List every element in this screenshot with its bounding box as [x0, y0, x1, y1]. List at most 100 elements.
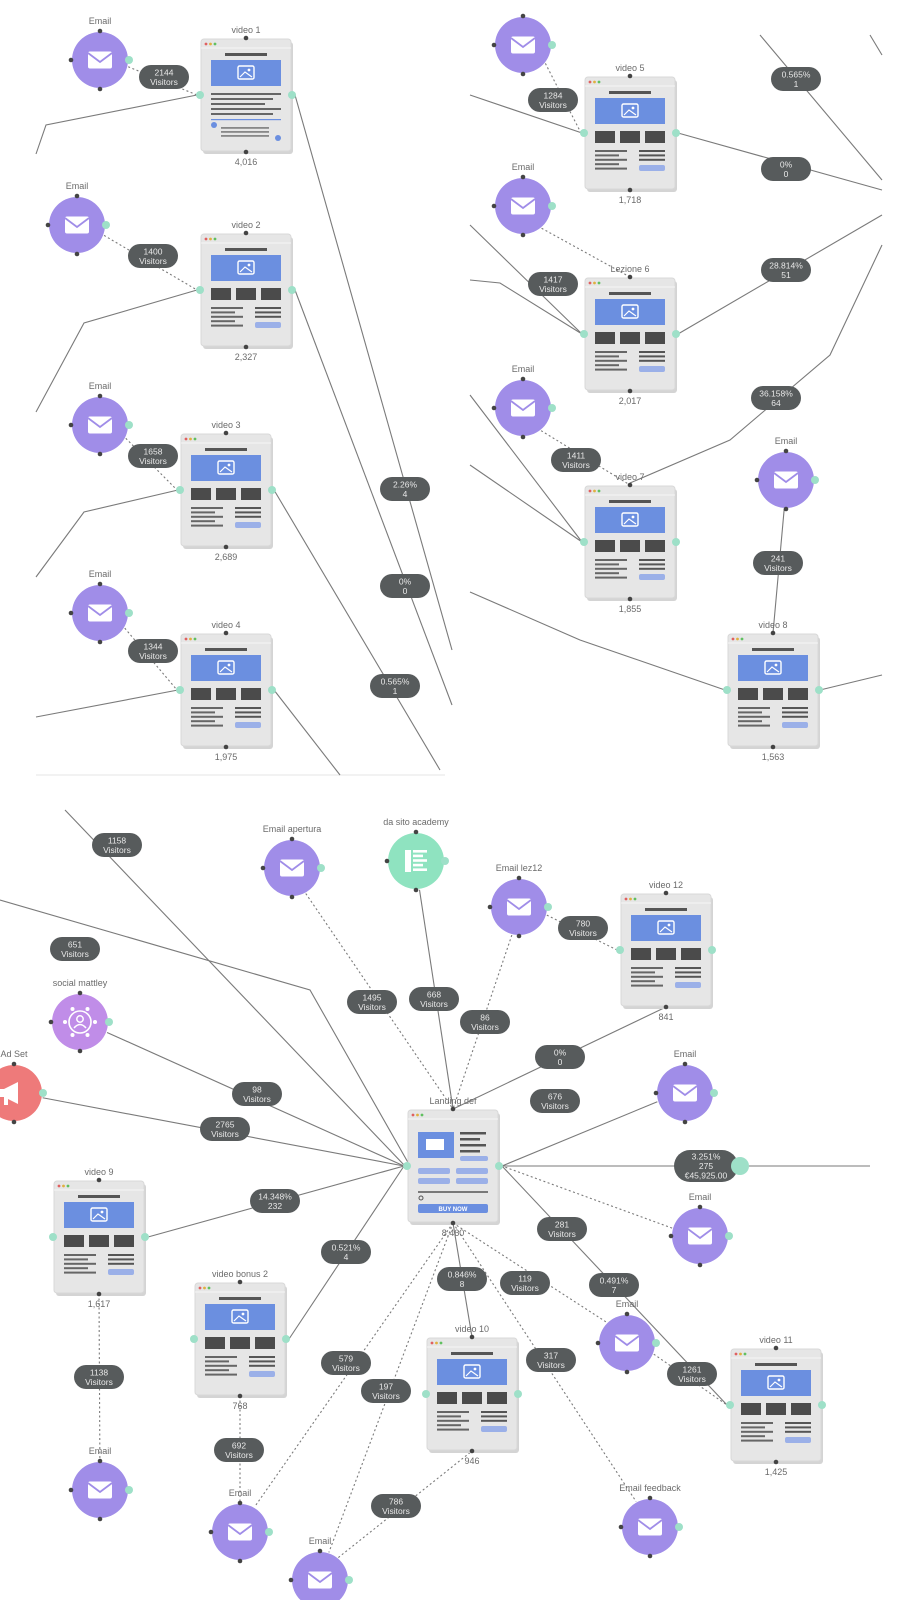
port-dot[interactable] — [450, 1106, 456, 1112]
port-dot[interactable] — [783, 448, 789, 454]
connector-handle[interactable] — [196, 91, 204, 99]
stat-pill[interactable]: 36.158%64 — [751, 386, 801, 410]
connector-handle[interactable] — [708, 946, 716, 954]
email-node[interactable]: Email — [68, 1446, 133, 1522]
port-dot[interactable] — [243, 344, 249, 350]
port-dot[interactable] — [237, 1279, 243, 1285]
stat-pill[interactable]: 0%0 — [380, 574, 430, 598]
port-dot[interactable] — [668, 1233, 674, 1239]
connector-handle[interactable] — [514, 1390, 522, 1398]
port-dot[interactable] — [288, 1577, 294, 1583]
port-dot[interactable] — [68, 610, 74, 616]
connector-handle[interactable] — [723, 686, 731, 694]
connector-handle[interactable] — [196, 286, 204, 294]
port-dot[interactable] — [223, 544, 229, 550]
port-dot[interactable] — [491, 42, 497, 48]
connector-handle[interactable] — [288, 91, 296, 99]
email-node[interactable]: Email — [68, 381, 133, 457]
email-node[interactable]: Email — [208, 1488, 273, 1564]
port-dot[interactable] — [97, 581, 103, 587]
stat-pill[interactable]: 2.26%4 — [380, 477, 430, 501]
page-node[interactable]: video 81,563 — [723, 620, 823, 762]
email-node[interactable]: Email — [754, 436, 819, 512]
connector-handle[interactable] — [580, 330, 588, 338]
connector-handle[interactable] — [141, 1233, 149, 1241]
port-dot[interactable] — [243, 35, 249, 41]
connector-handle[interactable] — [39, 1089, 47, 1097]
email-node[interactable]: Email — [653, 1049, 718, 1125]
connector-handle[interactable] — [265, 1528, 273, 1536]
connector-handle[interactable] — [672, 129, 680, 137]
connector-handle[interactable] — [544, 903, 552, 911]
port-dot[interactable] — [96, 1177, 102, 1183]
page-node[interactable]: video 22,327 — [196, 220, 296, 362]
port-dot[interactable] — [697, 1262, 703, 1268]
page-node[interactable]: video 91,617 — [49, 1167, 149, 1309]
port-dot[interactable] — [624, 1369, 630, 1375]
buy-now-button[interactable] — [418, 1204, 488, 1213]
page-node[interactable]: video 41,975 — [176, 620, 276, 762]
port-dot[interactable] — [413, 887, 419, 893]
port-dot[interactable] — [11, 1061, 17, 1067]
connector-handle[interactable] — [268, 486, 276, 494]
port-dot[interactable] — [208, 1529, 214, 1535]
connector-handle[interactable] — [49, 1233, 57, 1241]
connector-handle[interactable] — [652, 1339, 660, 1347]
port-dot[interactable] — [97, 28, 103, 34]
email-node[interactable]: Email — [668, 1192, 733, 1268]
stat-pill[interactable]: 0%0 — [535, 1045, 585, 1069]
email-node[interactable]: Email feedback — [618, 1483, 683, 1559]
port-dot[interactable] — [96, 1291, 102, 1297]
page-node[interactable]: video 32,689 — [176, 420, 276, 562]
email-node[interactable]: Email — [491, 162, 556, 238]
email-node[interactable]: Email — [68, 16, 133, 92]
connector-handle[interactable] — [441, 857, 449, 865]
port-dot[interactable] — [520, 434, 526, 440]
connector-handle[interactable] — [580, 129, 588, 137]
port-dot[interactable] — [68, 422, 74, 428]
connector-handle[interactable] — [345, 1576, 353, 1584]
connector-handle[interactable] — [675, 1523, 683, 1531]
port-dot[interactable] — [697, 1204, 703, 1210]
email-node[interactable]: Email — [288, 1536, 353, 1600]
connector-handle[interactable] — [495, 1162, 503, 1170]
port-dot[interactable] — [68, 1487, 74, 1493]
port-dot[interactable] — [243, 149, 249, 155]
port-dot[interactable] — [450, 1220, 456, 1226]
port-dot[interactable] — [97, 393, 103, 399]
email-node[interactable]: Email — [45, 181, 110, 257]
port-dot[interactable] — [223, 430, 229, 436]
port-dot[interactable] — [770, 744, 776, 750]
connector-handle[interactable] — [317, 864, 325, 872]
port-dot[interactable] — [223, 630, 229, 636]
connector-handle[interactable] — [725, 1232, 733, 1240]
port-dot[interactable] — [413, 829, 419, 835]
page-node[interactable]: video 71,855 — [580, 472, 680, 614]
port-dot[interactable] — [663, 890, 669, 896]
connector-handle[interactable] — [125, 421, 133, 429]
port-dot[interactable] — [627, 73, 633, 79]
page-node[interactable]: video 51,718 — [580, 63, 680, 205]
port-dot[interactable] — [516, 875, 522, 881]
stat-pill[interactable]: 0.491%7 — [589, 1273, 639, 1297]
port-dot[interactable] — [74, 193, 80, 199]
port-dot[interactable] — [487, 904, 493, 910]
port-dot[interactable] — [783, 506, 789, 512]
connector-handle[interactable] — [616, 946, 624, 954]
